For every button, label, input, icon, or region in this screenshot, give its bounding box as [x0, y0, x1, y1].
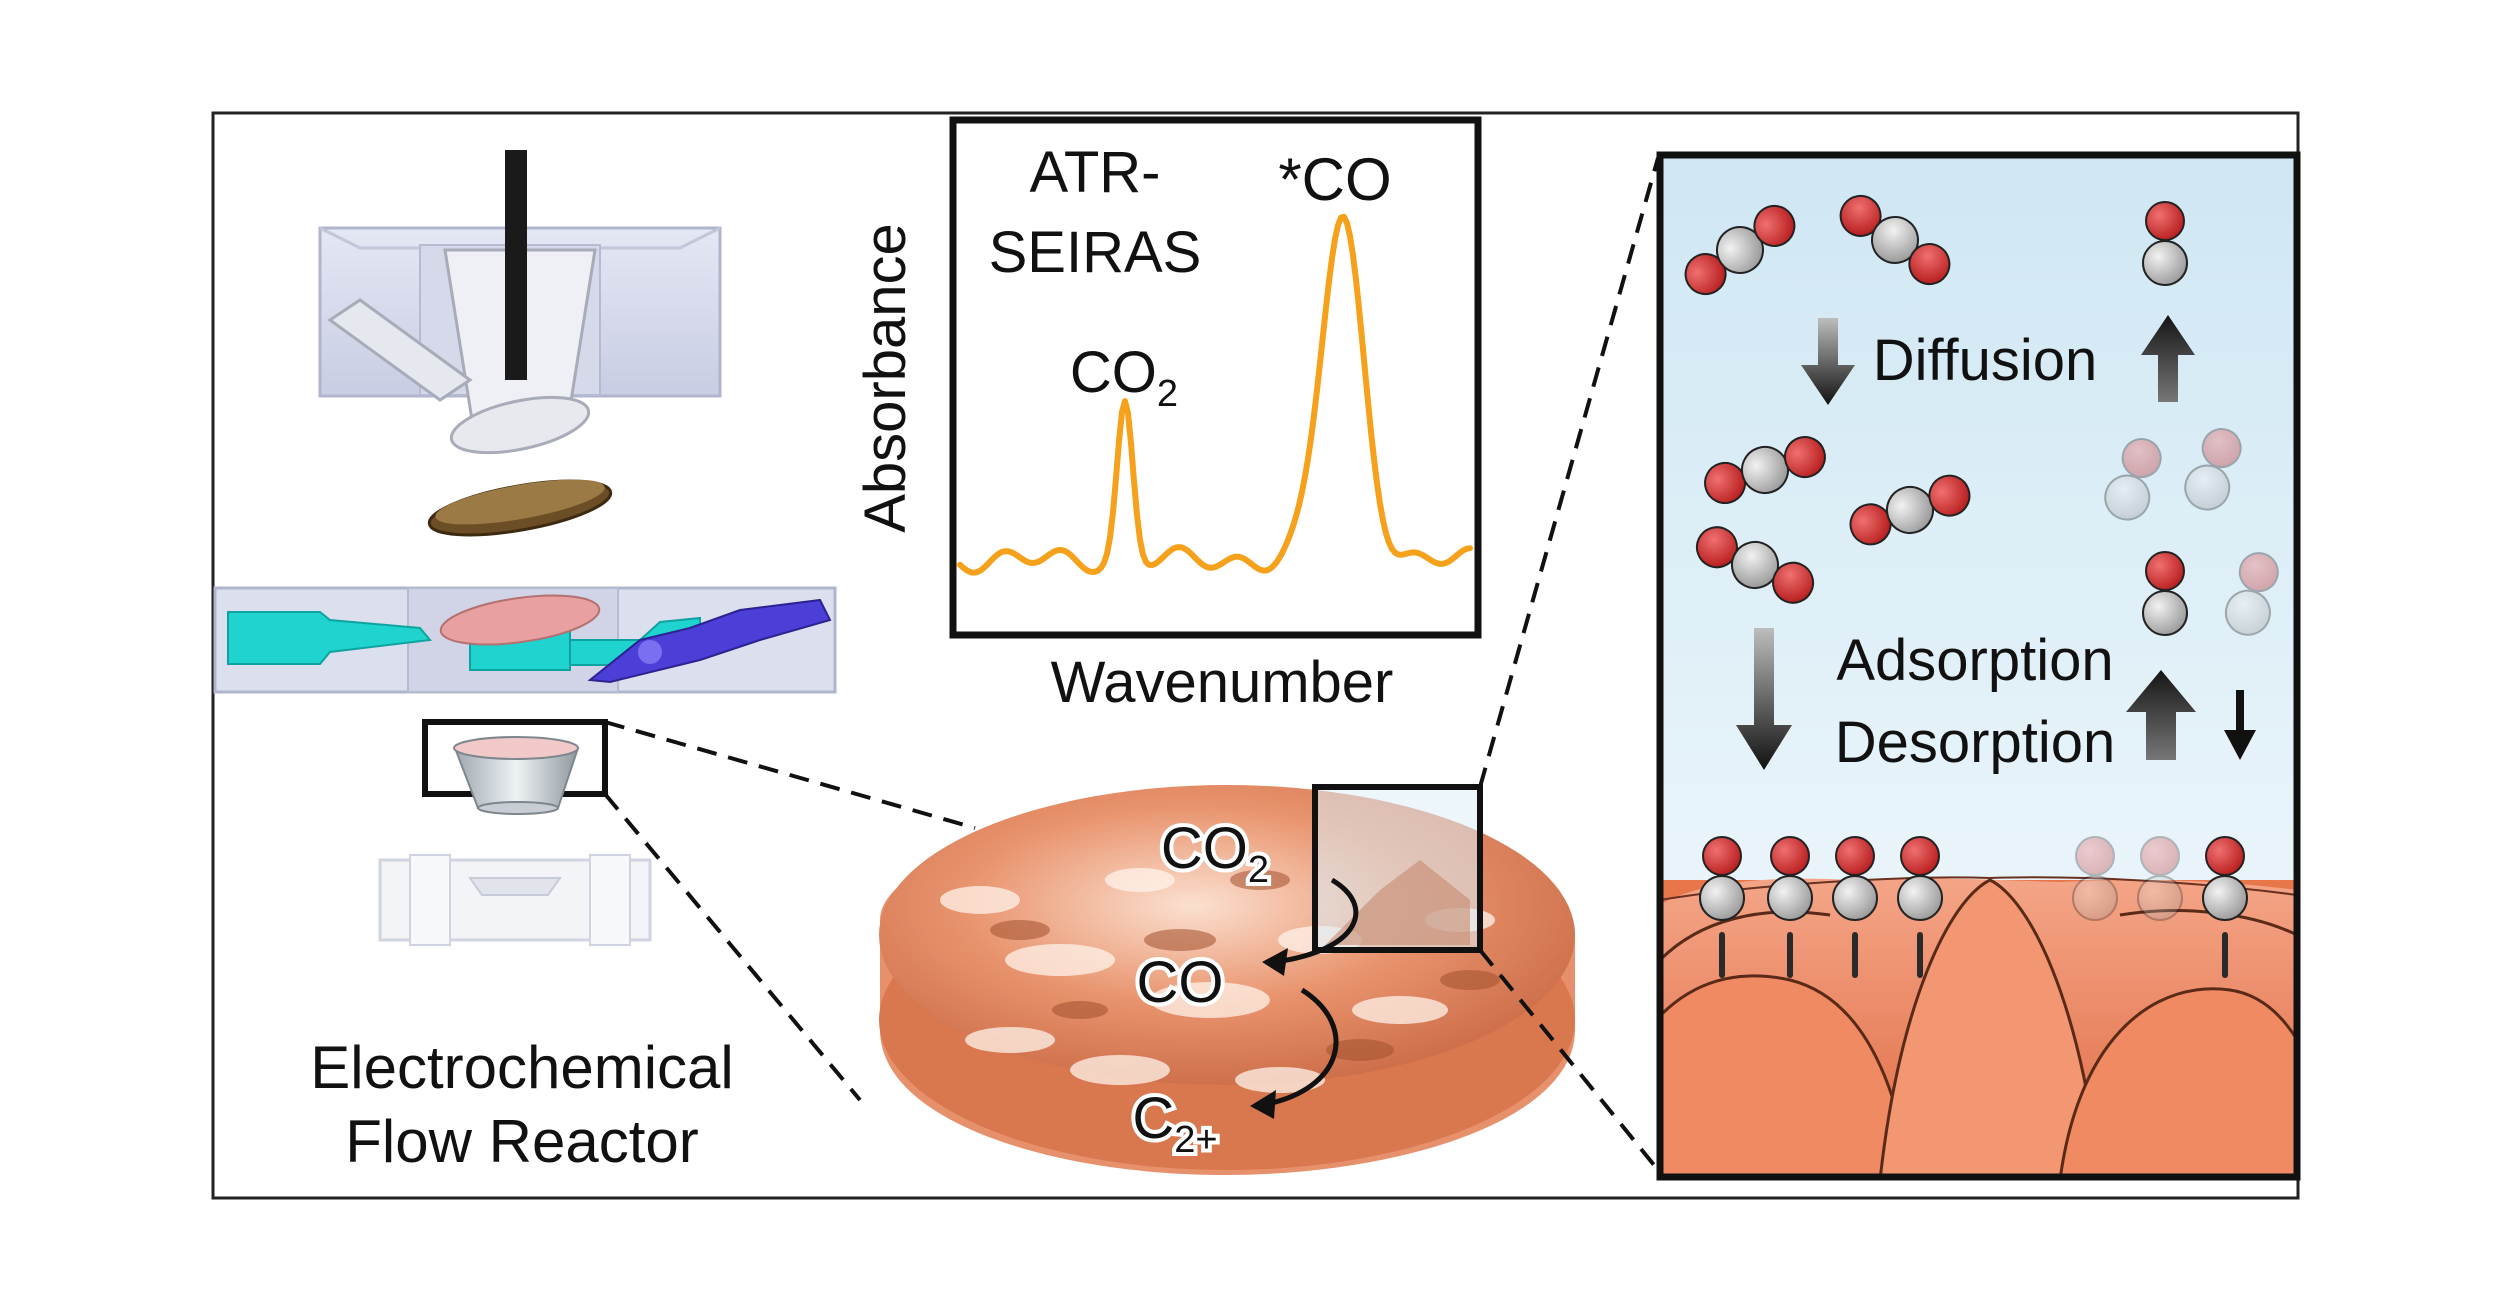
- reactor-caption-line1: Electrochemical: [310, 1034, 734, 1101]
- electrode-rod: [505, 150, 527, 380]
- zoom-line-mech-top: [1478, 157, 1660, 788]
- copper-surface: [1660, 876, 2297, 1177]
- disk-label-co: CO: [1137, 950, 1224, 1015]
- label-desorption: Desorption: [1835, 710, 2115, 775]
- adsorption-down-arrow: [1736, 628, 1792, 770]
- reactor-middle-block: [213, 586, 837, 694]
- peak-label-co: *CO: [1278, 146, 1391, 213]
- spectrum-panel: ATR- SEIRAS *CO CO2 Absorbance Wavenumbe…: [853, 116, 1482, 715]
- reactor-caption-line2: Flow Reactor: [345, 1108, 698, 1175]
- peak-label-co2: CO2: [1070, 340, 1178, 415]
- reactor-base: [378, 854, 652, 946]
- arrow-co-to-c2: [1261, 987, 1339, 1108]
- cyan-channel: [227, 611, 432, 665]
- zoom-line-mech-bottom: [1478, 948, 1660, 1172]
- zoom-line-top: [604, 720, 976, 830]
- disk-label-co2: CO2: [1161, 816, 1269, 891]
- mechanism-panel: Diffusion Adsorption Desorption: [1656, 151, 2301, 1181]
- copper-electrode-disk: CO2 CO C2+: [879, 784, 1575, 1175]
- mechanism-frame: [1656, 151, 2301, 1181]
- spectrum-y-axis-label: Absorbance: [853, 223, 918, 533]
- disk-label-c2: C2+: [1132, 1086, 1217, 1161]
- diffusion-up-arrow: [2141, 315, 2195, 402]
- readsorption-down-arrow: [2224, 690, 2256, 760]
- spectrum-title-line2: SEIRAS: [989, 220, 1202, 285]
- diffusion-down-arrow: [1801, 318, 1855, 405]
- binding-site-marks: [1719, 932, 2228, 978]
- spectrum-line: [957, 213, 1473, 576]
- arrow-co2-to-co: [1274, 877, 1359, 965]
- reactor-top-block: [318, 150, 722, 455]
- label-adsorption: Adsorption: [1836, 628, 2113, 693]
- desorption-up-arrow: [2126, 670, 2196, 760]
- label-diffusion: Diffusion: [1873, 328, 2098, 393]
- flow-reactor-illustration: Electrochemical Flow Reactor: [213, 150, 837, 1175]
- spectrum-title-line1: ATR-: [1029, 140, 1160, 205]
- disk-dark-texture: [990, 870, 1500, 1061]
- zoom-line-bottom: [603, 792, 862, 1102]
- spectrum-x-axis-label: Wavenumber: [1051, 650, 1394, 715]
